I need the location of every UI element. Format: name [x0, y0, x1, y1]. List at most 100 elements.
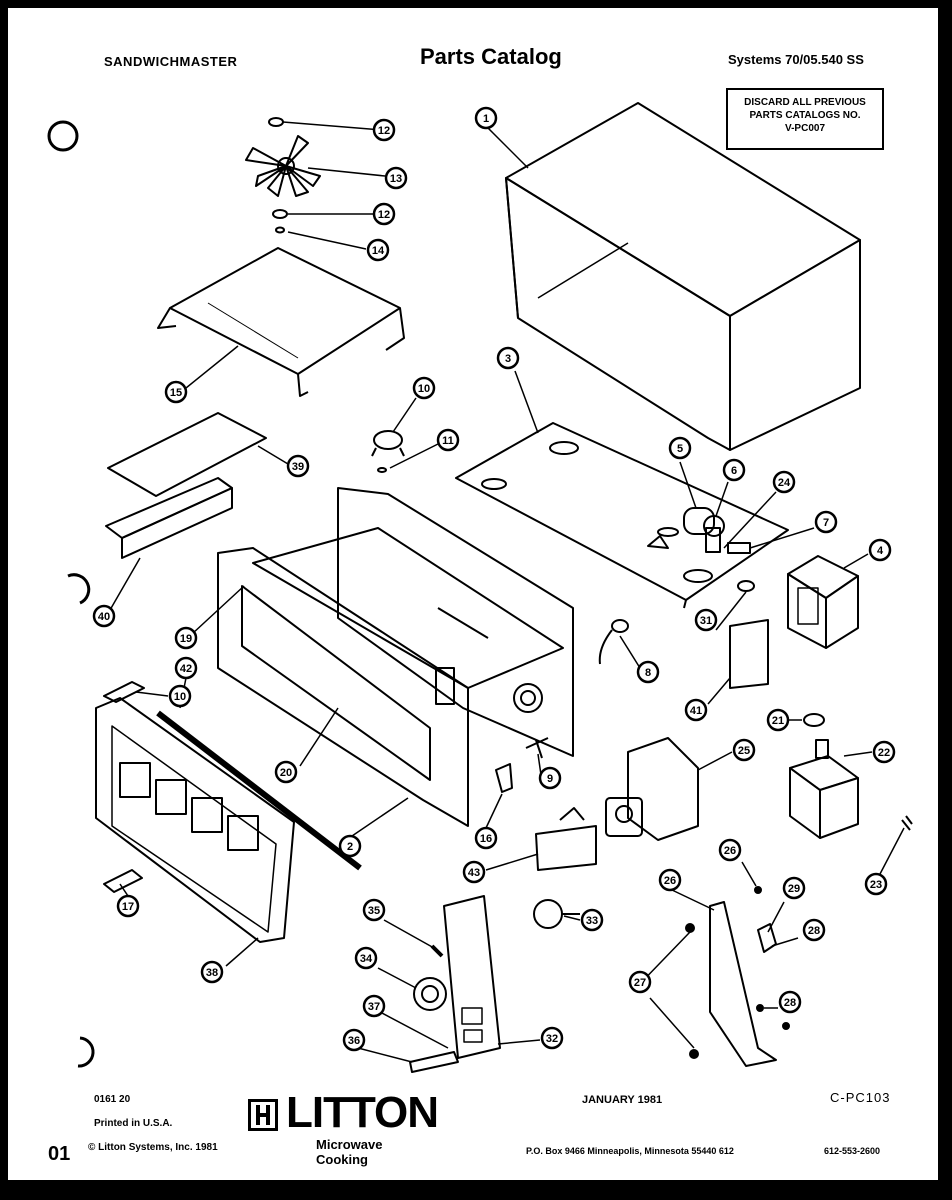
outer-cabinet [505, 102, 861, 451]
callout-9: 9 [538, 766, 562, 790]
binder-hole-mark [67, 573, 91, 605]
callout-12-top: 12 [372, 118, 396, 142]
exploded-parts-diagram: 1 3 4 5 6 7 8 9 10 10 11 12 12 13 14 15 … [47, 102, 913, 1073]
callout-7: 7 [814, 510, 838, 534]
foot [737, 580, 755, 592]
callout-16: 16 [474, 826, 498, 850]
svg-text:19: 19 [180, 633, 192, 645]
svg-text:38: 38 [206, 967, 218, 979]
svg-text:37: 37 [368, 1001, 380, 1013]
oven-door [95, 697, 295, 943]
callout-26-right: 26 [718, 838, 742, 862]
svg-text:43: 43 [468, 867, 480, 879]
callout-32: 32 [540, 1026, 564, 1050]
notice-line-1: DISCARD ALL PREVIOUS [744, 97, 866, 108]
control-panel [443, 895, 501, 1059]
door-hinge [103, 869, 143, 893]
callout-28-lower: 28 [778, 990, 802, 1014]
insulation-sheet [729, 619, 769, 689]
svg-text:22: 22 [878, 747, 890, 759]
svg-text:4: 4 [877, 545, 884, 557]
gasket-ring [803, 713, 825, 727]
callout-22: 22 [872, 740, 896, 764]
svg-text:10: 10 [418, 383, 430, 395]
magnetron [789, 739, 859, 839]
svg-text:39: 39 [292, 461, 304, 473]
callout-11: 11 [436, 428, 460, 452]
blower-motor [605, 737, 699, 841]
callout-35: 35 [362, 898, 386, 922]
callout-17: 17 [116, 894, 140, 918]
callout-12-lower: 12 [372, 202, 396, 226]
callout-36: 36 [342, 1028, 366, 1052]
transformer [787, 555, 859, 649]
thermostat [371, 430, 405, 473]
svg-text:15: 15 [170, 387, 182, 399]
callout-33: 33 [580, 908, 604, 932]
callout-15: 15 [164, 380, 188, 404]
panel-bracket [409, 1051, 459, 1073]
callout-8: 8 [636, 660, 660, 684]
svg-text:40: 40 [98, 611, 110, 623]
door-latch [495, 763, 513, 793]
svg-text:16: 16 [480, 833, 492, 845]
svg-text:26: 26 [664, 875, 676, 887]
fan-blade-assembly [245, 117, 321, 234]
system-number: Systems 70/05.540 SS [728, 52, 864, 67]
print-code: 0161 20 [94, 1094, 131, 1105]
svg-text:25: 25 [738, 745, 750, 757]
svg-text:8: 8 [645, 667, 651, 679]
svg-text:7: 7 [823, 517, 829, 529]
timer-motor [533, 899, 580, 929]
callout-19: 19 [174, 626, 198, 650]
callout-38: 38 [200, 960, 224, 984]
svg-text:31: 31 [700, 615, 712, 627]
callout-24: 24 [772, 470, 796, 494]
callout-39: 39 [286, 454, 310, 478]
printed-in: Printed in U.S.A. [94, 1118, 173, 1129]
control-support-rail [685, 886, 790, 1067]
callout-42: 42 [174, 656, 198, 680]
company-phone: 612-553-2600 [824, 1146, 881, 1156]
timer-knob [413, 977, 447, 1011]
oven-cavity [217, 487, 574, 827]
svg-text:28: 28 [784, 997, 796, 1009]
lamp-socket [598, 619, 629, 665]
svg-text:5: 5 [677, 443, 683, 455]
catalog-page: SANDWICHMASTER Parts Catalog Systems 70/… [8, 8, 938, 1180]
svg-text:11: 11 [442, 435, 454, 447]
interlock-switch [757, 923, 777, 953]
binder-hole-mark [77, 1036, 95, 1068]
svg-text:33: 33 [586, 915, 598, 927]
svg-text:12: 12 [378, 209, 390, 221]
brand-name: LITTON [286, 1088, 439, 1137]
svg-text:12: 12 [378, 125, 390, 137]
callout-43: 43 [462, 860, 486, 884]
binder-hole-mark [47, 120, 79, 152]
svg-text:3: 3 [505, 353, 511, 365]
callout-29: 29 [782, 876, 806, 900]
callout-23: 23 [864, 872, 888, 896]
svg-text:1: 1 [483, 113, 489, 125]
catalog-id: C-PC103 [830, 1090, 891, 1105]
svg-text:20: 20 [280, 767, 292, 779]
svg-text:35: 35 [368, 905, 380, 917]
callout-2: 2 [338, 834, 362, 858]
svg-text:10: 10 [174, 691, 186, 703]
callout-25: 25 [732, 738, 756, 762]
svg-text:42: 42 [180, 663, 192, 675]
switch [525, 737, 549, 759]
svg-text:34: 34 [360, 953, 373, 965]
discard-notice-box: DISCARD ALL PREVIOUS PARTS CATALOGS NO. … [726, 88, 884, 150]
callout-27: 27 [628, 970, 652, 994]
litton-mark-icon [248, 1099, 278, 1131]
svg-text:2: 2 [347, 841, 353, 853]
svg-text:41: 41 [690, 705, 702, 717]
callout-31: 31 [694, 608, 718, 632]
callout-26-left: 26 [658, 868, 682, 892]
company-address: P.O. Box 9466 Minneapolis, Minnesota 554… [526, 1146, 734, 1156]
flat-plate [107, 412, 267, 497]
page-title: Parts Catalog [420, 44, 562, 69]
callout-28-upper: 28 [802, 918, 826, 942]
callout-3: 3 [496, 346, 520, 370]
